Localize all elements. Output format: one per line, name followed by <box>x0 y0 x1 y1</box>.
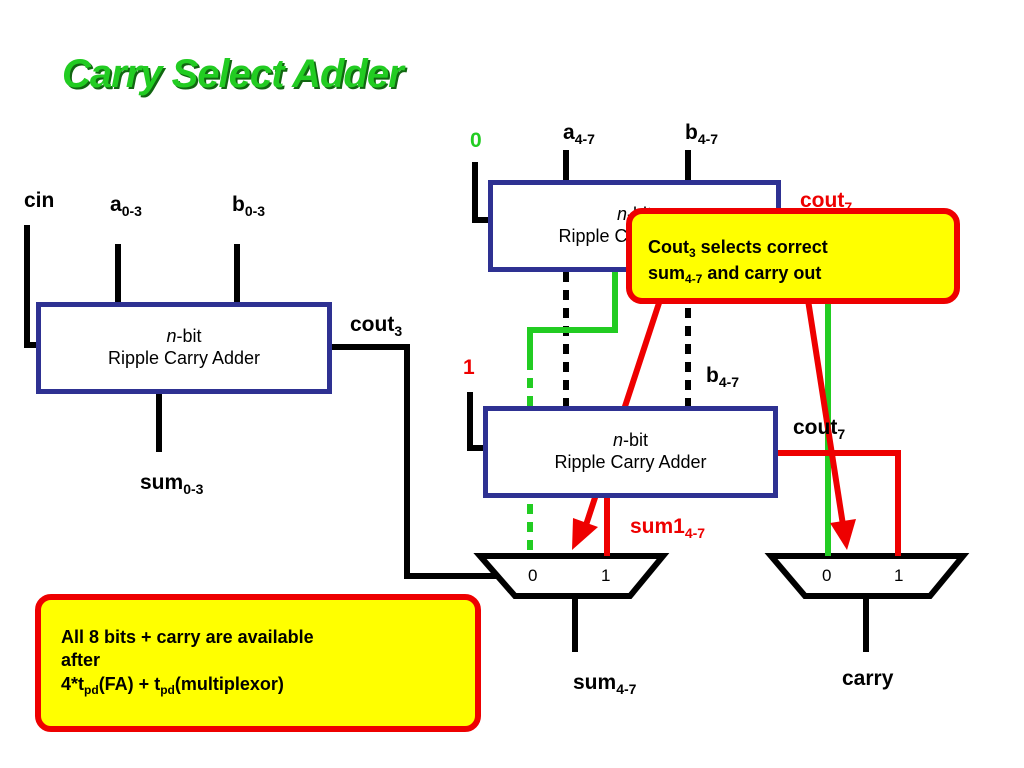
carry-in-zero-label: 0 <box>470 129 482 152</box>
cout3-label: cout3 <box>350 313 403 339</box>
sum0-wire <box>527 272 618 360</box>
page-title: Carry Select Adder <box>62 52 404 96</box>
low-ripple-carry-adder: n-bit Ripple Carry Adder <box>36 302 332 394</box>
top-cin-wire <box>472 162 491 223</box>
left-mux-input-0: 0 <box>528 566 538 585</box>
carry-label: carry <box>842 667 894 690</box>
mid-adder-name: Ripple Carry Adder <box>554 452 707 472</box>
timing-callout-line1: All 8 bits + carry are available <box>61 627 314 647</box>
timing-callout: All 8 bits + carry are available after 4… <box>35 594 481 732</box>
selects-callout-line1: Cout3 selects correct <box>648 237 828 260</box>
right-mux-input-0: 0 <box>822 566 832 585</box>
cout7-top-label: cout7 <box>800 189 853 215</box>
low-adder-n: n <box>166 326 177 347</box>
b47-top-label: b4-7 <box>685 121 719 147</box>
red-arrowheads <box>572 518 856 550</box>
a03-label: a0-3 <box>110 193 142 219</box>
arrowhead-right-mux <box>830 519 856 550</box>
b03-label: b0-3 <box>232 193 266 219</box>
right-mux-input-1: 1 <box>894 566 904 585</box>
timing-callout-line3: 4*tpd(FA) + tpd(multiplexor) <box>61 673 284 697</box>
arrowhead-left-mux <box>572 518 598 550</box>
a47-label: a4-7 <box>563 121 595 147</box>
cout7-mid-red-wire <box>778 450 901 556</box>
cin-label: cin <box>24 189 55 212</box>
black-wires <box>24 150 970 652</box>
sum47-label: sum4-7 <box>573 671 637 697</box>
low-adder-title: n-bit <box>166 326 201 348</box>
sum1-47-label: sum14-7 <box>630 515 706 541</box>
right-mux-shape <box>764 553 970 599</box>
mid-adder-title: n-bit <box>613 430 648 452</box>
mid-ripple-carry-adder: n-bit Ripple Carry Adder <box>483 406 778 498</box>
left-mux-shape <box>473 553 670 599</box>
mid-adder-n: n <box>612 430 623 451</box>
mid-cin-wire <box>467 392 487 451</box>
low-adder-name: Ripple Carry Adder <box>107 348 261 368</box>
left-mux-input-1: 1 <box>601 566 611 585</box>
top-adder-n: n <box>616 204 627 225</box>
low-adder-bit: -bit <box>176 326 202 347</box>
sum03-label: sum0-3 <box>140 471 204 497</box>
arrow-to-right-mux-shaft <box>805 299 846 526</box>
cout3-wire <box>330 344 500 579</box>
mid-adder-bit: -bit <box>623 430 649 451</box>
selects-callout: Cout3 selects correct sum4-7 and carry o… <box>626 208 960 304</box>
carry-in-one-label: 1 <box>463 356 475 379</box>
b47-mid-label: b4-7 <box>706 364 740 390</box>
selects-callout-line2: sum4-7 and carry out <box>648 262 822 286</box>
cin-wire <box>24 225 40 348</box>
timing-callout-line2: after <box>61 650 101 671</box>
cout7-mid-label: cout7 <box>793 416 846 442</box>
